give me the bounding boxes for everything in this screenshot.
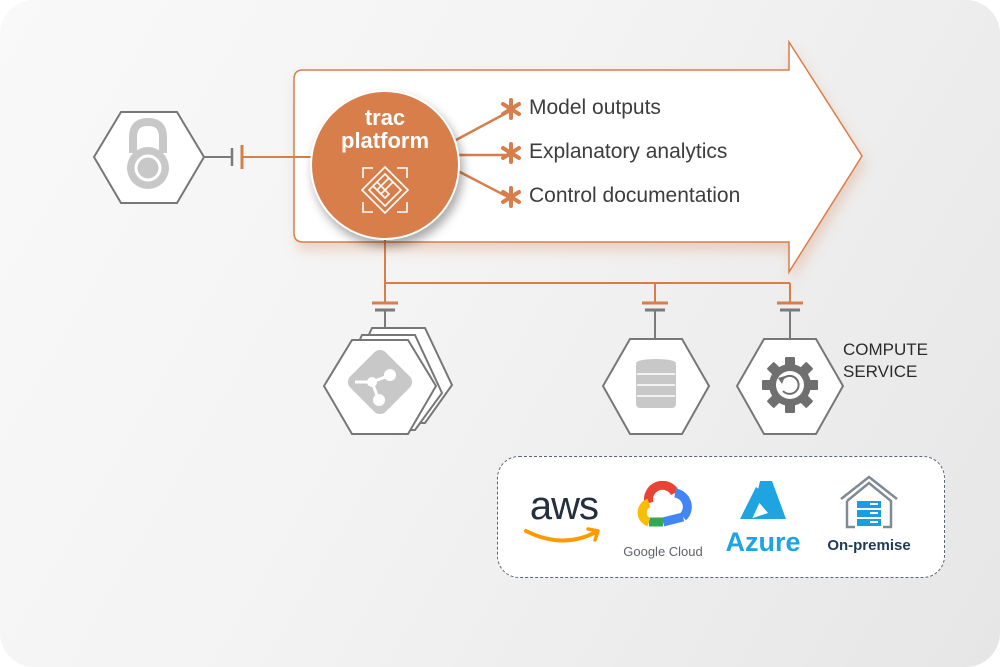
on-premise-house-icon (840, 475, 898, 529)
security-node[interactable] (92, 111, 206, 204)
output-explanatory-analytics: Explanatory analytics (529, 140, 728, 163)
google-cloud-icon (637, 480, 692, 527)
compute-label-line1: COMPUTE (843, 340, 928, 359)
padlock-icon (127, 117, 169, 189)
platform-title: trac platform (312, 106, 458, 152)
platform-title-line2: platform (341, 128, 429, 153)
cloud-providers-box: aws Google Cloud Azure (497, 456, 945, 578)
provider-on-premise[interactable]: On-premise (814, 475, 924, 554)
provider-aws[interactable]: aws (522, 484, 606, 552)
storage-node[interactable] (601, 338, 711, 435)
on-premise-label: On-premise (827, 537, 911, 554)
output-control-documentation: Control documentation (529, 184, 741, 207)
asterisk-icon (501, 186, 521, 208)
google-cloud-label: Google Cloud (623, 544, 703, 559)
asterisk-icon (501, 142, 521, 164)
output-model-outputs: Model outputs (529, 96, 661, 119)
aws-logo-text: aws (529, 484, 599, 528)
trac-platform-node[interactable]: trac platform (310, 90, 460, 240)
output-connectors (455, 109, 511, 200)
git-icon (347, 349, 413, 415)
platform-title-line1: trac (364, 105, 406, 130)
interlocking-square-logo-icon (360, 165, 410, 215)
provider-google-cloud[interactable]: Google Cloud (618, 480, 708, 559)
asterisk-icon (501, 98, 521, 120)
compute-label-line2: SERVICE (843, 362, 918, 381)
gear-refresh-icon (762, 357, 818, 413)
provider-azure[interactable]: Azure (720, 479, 806, 556)
security-connector (204, 145, 312, 169)
compute-node[interactable] (735, 338, 845, 435)
azure-icon (740, 481, 786, 519)
service-bus (372, 238, 803, 338)
repository-node[interactable] (322, 327, 454, 435)
aws-smile-icon (524, 527, 600, 543)
azure-label: Azure (725, 527, 801, 557)
database-icon (636, 359, 676, 408)
compute-service-label: COMPUTE SERVICE (843, 339, 928, 383)
